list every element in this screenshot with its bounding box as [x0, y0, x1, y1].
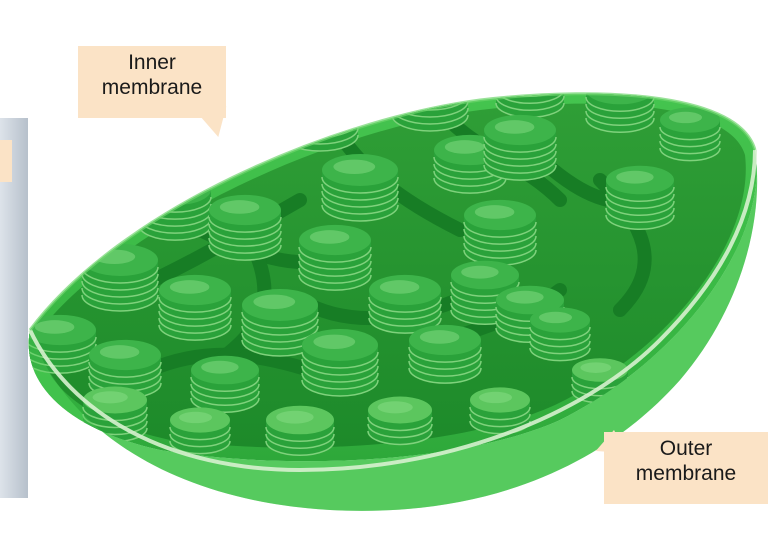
granum-stack	[170, 407, 230, 453]
granum-stack	[299, 225, 371, 290]
granum-stack	[586, 76, 654, 133]
granum-stack	[606, 166, 674, 230]
granum-stack	[660, 107, 720, 160]
outer-membrane-label-line2: membrane	[612, 461, 760, 486]
inner-membrane-label-line1: Inner	[86, 50, 218, 75]
granum-stack	[159, 275, 231, 340]
granum-stack	[209, 195, 281, 260]
inner-membrane-label: Inner membrane	[78, 46, 226, 118]
granum-stack	[82, 244, 158, 311]
granum-stack	[496, 61, 564, 118]
outer-membrane-label-line1: Outer	[612, 436, 760, 461]
granum-stack	[266, 406, 334, 456]
inner-membrane-label-line2: membrane	[86, 75, 218, 100]
granum-stack	[191, 356, 259, 413]
granum-stack	[392, 64, 468, 131]
granum-stack	[369, 275, 441, 333]
granum-stack	[302, 329, 378, 396]
granum-stack	[530, 307, 590, 360]
granum-stack	[322, 154, 398, 221]
granum-stack	[409, 325, 481, 383]
micrograph-label-box	[0, 140, 12, 182]
granum-stack	[464, 200, 536, 265]
granum-stack	[484, 115, 556, 180]
outer-membrane-label: Outer membrane	[604, 432, 768, 504]
granum-stack	[368, 397, 432, 445]
